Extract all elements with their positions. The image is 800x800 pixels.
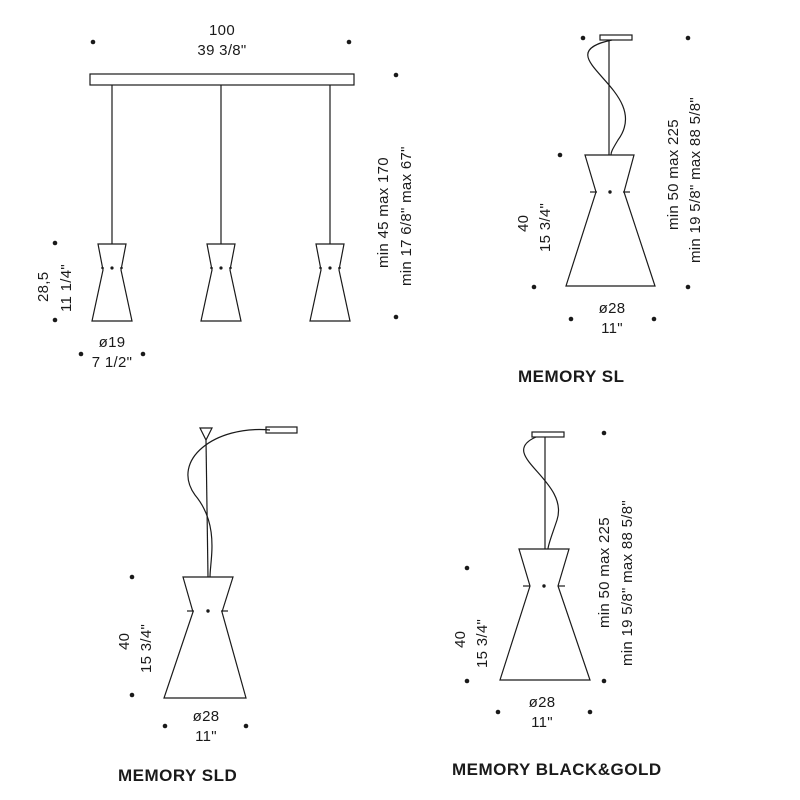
memory-sld-pendant xyxy=(129,426,298,729)
bg-height-cm: min 50 max 225 xyxy=(596,517,613,628)
lamp-shade xyxy=(163,576,247,699)
dimension-marker xyxy=(557,152,563,158)
dimension-marker xyxy=(601,678,607,684)
three-lamp-height-in: min 17 6/8" max 67" xyxy=(398,146,415,286)
sl-title: MEMORY SL xyxy=(518,367,625,386)
dimension-marker xyxy=(568,316,574,322)
sl-shade-height-in: 15 3/4" xyxy=(537,202,554,252)
hook xyxy=(199,427,213,442)
dimension-marker xyxy=(140,351,146,357)
power-cable xyxy=(523,436,560,550)
ceiling-rose xyxy=(531,431,565,438)
dimension-marker xyxy=(162,723,168,729)
dimension-marker xyxy=(52,240,58,246)
small-shade-height-cm: 28,5 xyxy=(35,271,52,302)
dimension-marker xyxy=(129,574,135,580)
dimension-marker xyxy=(393,314,399,320)
sl-shade-diameter-in: 11" xyxy=(601,320,623,337)
memory-sl-pendant xyxy=(531,34,691,322)
sld-title: MEMORY SLD xyxy=(118,766,238,785)
lamp-shade xyxy=(565,154,656,287)
suspension-cable xyxy=(205,439,209,578)
sld-shade-diameter-cm: ø28 xyxy=(192,708,220,725)
shade-screw xyxy=(542,584,546,588)
memory-black-gold-pendant xyxy=(464,430,607,715)
bg-shade-diameter-cm: ø28 xyxy=(528,694,556,711)
shade-screw xyxy=(219,266,223,270)
sl-shade-height-cm: 40 xyxy=(515,214,532,232)
shade-screw xyxy=(206,609,210,613)
dimension-marker xyxy=(580,35,586,41)
dimension-marker xyxy=(393,72,399,78)
shade-screw xyxy=(110,266,114,270)
dimension-marker xyxy=(531,284,537,290)
sld-shade-height-in: 15 3/4" xyxy=(138,623,155,673)
dimension-marker xyxy=(78,351,84,357)
lamp-shade xyxy=(200,243,242,322)
power-cable xyxy=(587,39,627,156)
dimension-marker xyxy=(243,723,249,729)
small-shade-diameter-in: 7 1/2" xyxy=(91,354,133,371)
dimension-marker xyxy=(346,39,352,45)
bg-title: MEMORY BLACK&GOLD xyxy=(452,760,662,779)
ceiling-rose xyxy=(265,426,298,434)
sl-shade-diameter-cm: ø28 xyxy=(598,300,626,317)
dimension-marker xyxy=(651,316,657,322)
dimension-marker xyxy=(685,35,691,41)
dimension-marker xyxy=(90,39,96,45)
sld-shade-diameter-in: 11" xyxy=(195,728,217,745)
shade-screw xyxy=(608,190,612,194)
bg-shade-height-in: 15 3/4" xyxy=(474,618,491,668)
ceiling-rose xyxy=(599,34,633,41)
ceiling-bar xyxy=(89,73,355,86)
dimension-marker xyxy=(129,692,135,698)
dimension-marker xyxy=(495,709,501,715)
small-shade-diameter-cm: ø19 xyxy=(98,334,126,351)
bar-width-in: 39 3/8" xyxy=(197,42,247,59)
bg-shade-height-cm: 40 xyxy=(452,630,469,648)
power-cable xyxy=(187,428,271,578)
dimension-marker xyxy=(685,284,691,290)
sl-height-cm: min 50 max 225 xyxy=(665,119,682,230)
dimension-marker xyxy=(52,317,58,323)
dimension-marker xyxy=(601,430,607,436)
lamp-shade xyxy=(499,548,591,681)
bg-shade-diameter-in: 11" xyxy=(531,714,553,731)
three-lamp-pendant xyxy=(52,39,399,357)
sl-height-in: min 19 5/8" max 88 5/8" xyxy=(687,97,704,263)
bar-width-cm: 100 xyxy=(209,22,235,39)
lamp-shade xyxy=(309,243,351,322)
dimension-marker xyxy=(587,709,593,715)
bg-height-in: min 19 5/8" max 88 5/8" xyxy=(619,500,636,666)
small-shade-height-in: 11 1/4" xyxy=(58,263,75,312)
shade-screw xyxy=(328,266,332,270)
dimension-marker xyxy=(464,678,470,684)
lamp-shade xyxy=(91,243,133,322)
sld-shade-height-cm: 40 xyxy=(116,632,133,650)
dimension-marker xyxy=(464,565,470,571)
three-lamp-height-cm: min 45 max 170 xyxy=(375,157,392,268)
